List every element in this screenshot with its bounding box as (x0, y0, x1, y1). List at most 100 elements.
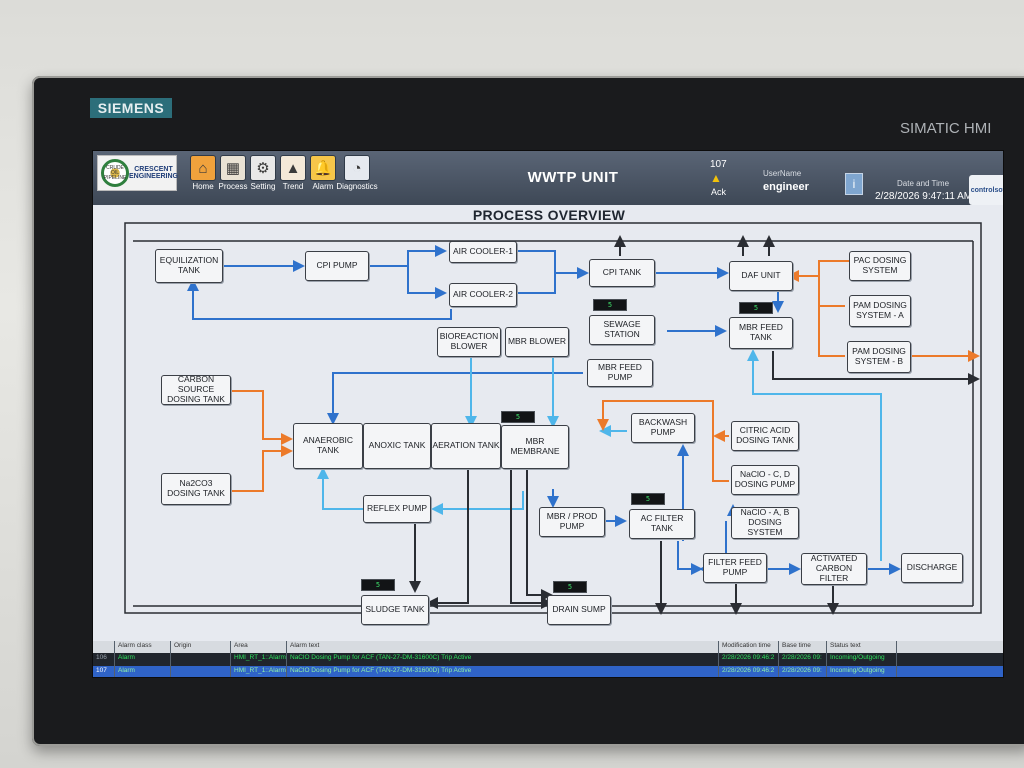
drain-level-display: 5 (553, 581, 587, 593)
pam-dosing-system-b[interactable]: PAM DOSING SYSTEM - B (847, 341, 911, 373)
nav-alarm-button[interactable]: 🔔Alarm (303, 155, 343, 191)
bioreaction-blower[interactable]: BIOREACTION BLOWER (437, 327, 501, 357)
citric-acid-dosing-tank[interactable]: CITRIC ACID DOSING TANK (731, 421, 799, 451)
alarm-cell: Alarm (115, 653, 171, 666)
sludge-level-display: 5 (361, 579, 395, 591)
mbr-feed-level-display: 5 (739, 302, 773, 314)
client-logo: CRUDE OIL PIPELINE CRESCENT ENGINEERING (97, 155, 179, 191)
alarm-col-header[interactable]: Area (231, 641, 287, 653)
mbr-prod-pump[interactable]: MBR / PROD PUMP (539, 507, 605, 537)
mbr-membrane-level-display: 5 (501, 411, 535, 423)
mbr-blower[interactable]: MBR BLOWER (505, 327, 569, 357)
drain-sump[interactable]: DRAIN SUMP (547, 595, 611, 625)
backwash-pump[interactable]: BACKWASH PUMP (631, 413, 695, 443)
aeration-tank[interactable]: AERATION TANK (431, 423, 501, 469)
discharge[interactable]: DISCHARGE (901, 553, 963, 583)
sewage-level-display: 5 (593, 299, 627, 311)
cpi-pump[interactable]: CPI PUMP (305, 251, 369, 281)
alarm-cell: Incoming/Outgoing (827, 653, 897, 666)
alarm-col-header[interactable]: Status text (827, 641, 897, 653)
pac-dosing-system[interactable]: PAC DOSING SYSTEM (849, 251, 911, 281)
pam-dosing-system-a[interactable]: PAM DOSING SYSTEM - A (849, 295, 911, 327)
alarm-cell: 106 (93, 653, 115, 666)
alarm-cell: 2/28/2026 09:46:2 (719, 653, 779, 666)
carbon-source-dosing-tank[interactable]: CARBON SOURCE DOSING TANK (161, 374, 231, 405)
username-label: UserName (763, 169, 802, 178)
alarm-cell: Alarm (115, 666, 171, 677)
hmi-model-label: SIMATIC HMI (900, 120, 992, 137)
alarm-cell: HMI_RT_1::Alarm (231, 666, 287, 677)
person-icon: i (852, 177, 856, 191)
user-info-button[interactable]: i (845, 173, 863, 195)
home-icon: ⌂ (190, 155, 216, 181)
alarm-cell (171, 653, 231, 666)
cpi-tank[interactable]: CPI TANK (589, 259, 655, 287)
alarm-cell: 2/28/2026 09: (779, 653, 827, 666)
alarm-cell: 107 (93, 666, 115, 677)
nav-trend-button[interactable]: ▲Trend (273, 155, 313, 191)
equalization-tank[interactable]: EQUILIZATION TANK (155, 249, 223, 283)
alarm-count: 107 (710, 159, 727, 170)
pipeline-logo-icon: CRUDE OIL PIPELINE (101, 159, 129, 187)
naclo-cd-dosing-pump[interactable]: NaClO - C, D DOSING PUMP (731, 465, 799, 495)
na2co3-dosing-tank[interactable]: Na2CO3 DOSING TANK (161, 473, 231, 505)
crescent-logo-text: CRESCENT ENGINEERING (129, 165, 179, 180)
nav-label: Setting (250, 182, 276, 191)
alarm-col-header[interactable] (93, 641, 115, 653)
alarm-cell: 2/28/2026 09: (779, 666, 827, 677)
process-overview-title: PROCESS OVERVIEW (472, 207, 626, 223)
diagnostics-icon: ◔ (344, 155, 370, 181)
filter-feed-pump[interactable]: FILTER FEED PUMP (703, 553, 767, 583)
alarm-col-header[interactable]: Modification time (719, 641, 779, 653)
datetime-label: Date and Time (897, 179, 950, 188)
sludge-tank[interactable]: SLUDGE TANK (361, 595, 429, 625)
alarm-cell: HMI_RT_1::Alarm (231, 653, 287, 666)
alarm-col-header[interactable]: Base time (779, 641, 827, 653)
alarm-cell: Incoming/Outgoing (827, 666, 897, 677)
naclo-ab-dosing-system[interactable]: NaClO - A, B DOSING SYSTEM (731, 507, 799, 539)
nav-label: Trend (282, 182, 304, 191)
nav-setting-button[interactable]: ⚙Setting (243, 155, 283, 191)
bell-icon: 🔔 (310, 155, 336, 181)
alarm-col-header[interactable]: Origin (171, 641, 231, 653)
mbr-feed-tank[interactable]: MBR FEED TANK (729, 317, 793, 349)
datetime-value: 2/28/2026 9:47:11 AM (875, 191, 973, 202)
air-cooler-1[interactable]: AIR COOLER-1 (449, 241, 517, 263)
anaerobic-tank[interactable]: ANAEROBIC TANK (293, 423, 363, 469)
trend-icon: ▲ (280, 155, 306, 181)
daf-unit[interactable]: DAF UNIT (729, 261, 793, 291)
ac-filter-tank[interactable]: AC FILTER TANK (629, 509, 695, 539)
air-cooler-2[interactable]: AIR COOLER-2 (449, 283, 517, 307)
alarm-cell: NaClO Dosing Pump for ACF (TAN-27-DM-316… (287, 666, 719, 677)
top-bar: CRUDE OIL PIPELINE CRESCENT ENGINEERING … (93, 151, 1003, 205)
gear-icon: ⚙ (250, 155, 276, 181)
warning-icon[interactable]: ▲ (710, 171, 722, 185)
nav-diagnostics-button[interactable]: ◔Diagnostics (336, 155, 378, 191)
siemens-logo: SIEMENS (90, 98, 172, 118)
anoxic-tank[interactable]: ANOXIC TANK (363, 423, 431, 469)
alarm-col-header[interactable]: Alarm class (115, 641, 171, 653)
nav-label: Home (192, 182, 214, 191)
controlsoft-logo: controlsoft (969, 175, 1003, 205)
nav-home-button[interactable]: ⌂Home (183, 155, 223, 191)
activated-carbon-filter[interactable]: ACTIVATED CARBON FILTER (801, 553, 867, 585)
ack-button-label[interactable]: Ack (711, 187, 727, 197)
nav-process-button[interactable]: ▦Process (213, 155, 253, 191)
nav-label: Diagnostics (336, 182, 378, 191)
nav-label: Alarm (312, 182, 334, 191)
username-value: engineer (763, 181, 809, 193)
reflex-pump[interactable]: REFLEX PUMP (363, 495, 431, 523)
mbr-feed-pump[interactable]: MBR FEED PUMP (587, 359, 653, 387)
mbr-membrane[interactable]: MBR MEMBRANE (501, 425, 569, 469)
alarm-col-header[interactable]: Alarm text (287, 641, 719, 653)
alarm-cell: NaClO Dosing Pump for ACF (TAN-27-DM-316… (287, 653, 719, 666)
sewage-station[interactable]: SEWAGE STATION (589, 315, 655, 345)
ac-filter-level-display: 5 (631, 493, 665, 505)
page-title: WWTP UNIT (527, 169, 619, 186)
process-icon: ▦ (220, 155, 246, 181)
hmi-screen: CRUDE OIL PIPELINE CRESCENT ENGINEERING … (92, 150, 1004, 678)
